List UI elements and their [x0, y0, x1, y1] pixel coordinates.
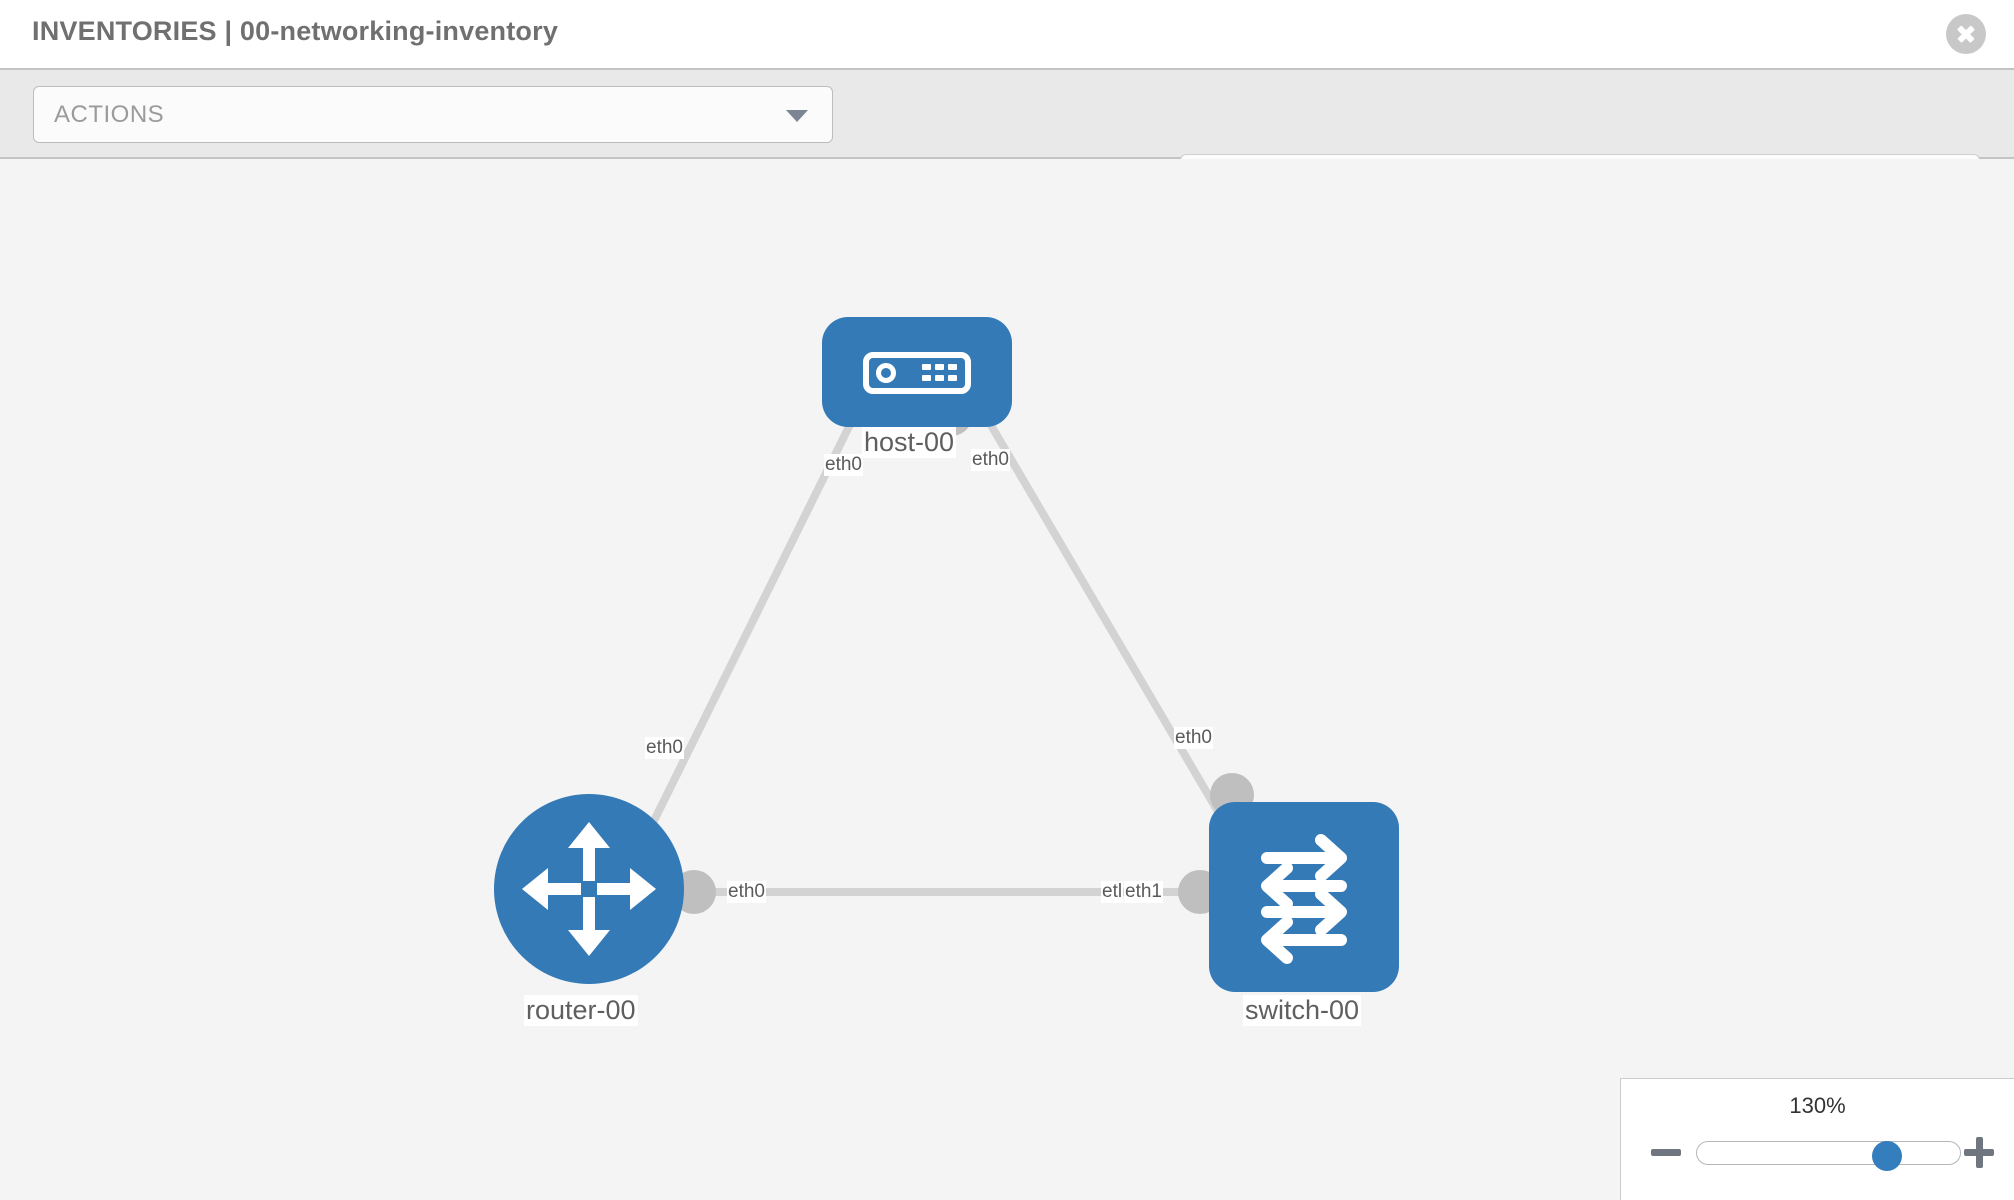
toolbar: ACTIONS SEARCH: [0, 68, 2014, 211]
page-title: INVENTORIES | 00-networking-inventory: [32, 16, 559, 46]
iface-label: eth0: [1174, 727, 1213, 749]
node-label-switch-00: switch-00: [1243, 995, 1362, 1026]
zoom-level-value: 130%: [1789, 1093, 1846, 1118]
topology-graph: [636, 361, 1254, 914]
zoom-control-panel: 130%: [1620, 1078, 2014, 1200]
topology-canvas[interactable]: host-00 router-00 switch-00 eth0 eth0 et…: [0, 159, 2014, 1200]
link-host-router: [636, 362, 884, 851]
zoom-slider-track[interactable]: [1696, 1141, 1961, 1171]
close-icon[interactable]: [1946, 14, 1986, 54]
server-icon: [863, 352, 971, 394]
router-arrows-icon: [522, 822, 656, 956]
iface-label: eth1: [1124, 881, 1163, 903]
page-header: INVENTORIES | 00-networking-inventory: [0, 0, 2014, 68]
node-label-host-00: host-00: [862, 427, 957, 458]
zoom-in-button[interactable]: [1962, 1135, 1996, 1169]
iface-label: eth0: [824, 454, 863, 476]
zoom-slider-handle[interactable]: [1872, 1141, 1902, 1171]
zoom-slider-row: [1621, 1135, 2014, 1175]
node-switch-00[interactable]: [1209, 802, 1399, 992]
link-host-switch: [951, 361, 1244, 852]
switch-arrows-icon: [1261, 834, 1347, 964]
node-label-router-00: router-00: [524, 995, 638, 1026]
node-router-00[interactable]: [494, 794, 684, 984]
iface-label: eth0: [971, 449, 1010, 471]
chevron-down-icon: [786, 109, 808, 122]
node-host-00[interactable]: [822, 317, 1012, 427]
iface-label: eth0: [727, 881, 766, 903]
actions-dropdown[interactable]: ACTIONS: [33, 86, 833, 143]
topology-connector-nubs: [672, 392, 1254, 914]
zoom-out-button[interactable]: [1649, 1135, 1683, 1169]
iface-label: eth0: [645, 737, 684, 759]
actions-dropdown-label: ACTIONS: [54, 101, 165, 128]
iface-label: etl: [1101, 881, 1124, 903]
